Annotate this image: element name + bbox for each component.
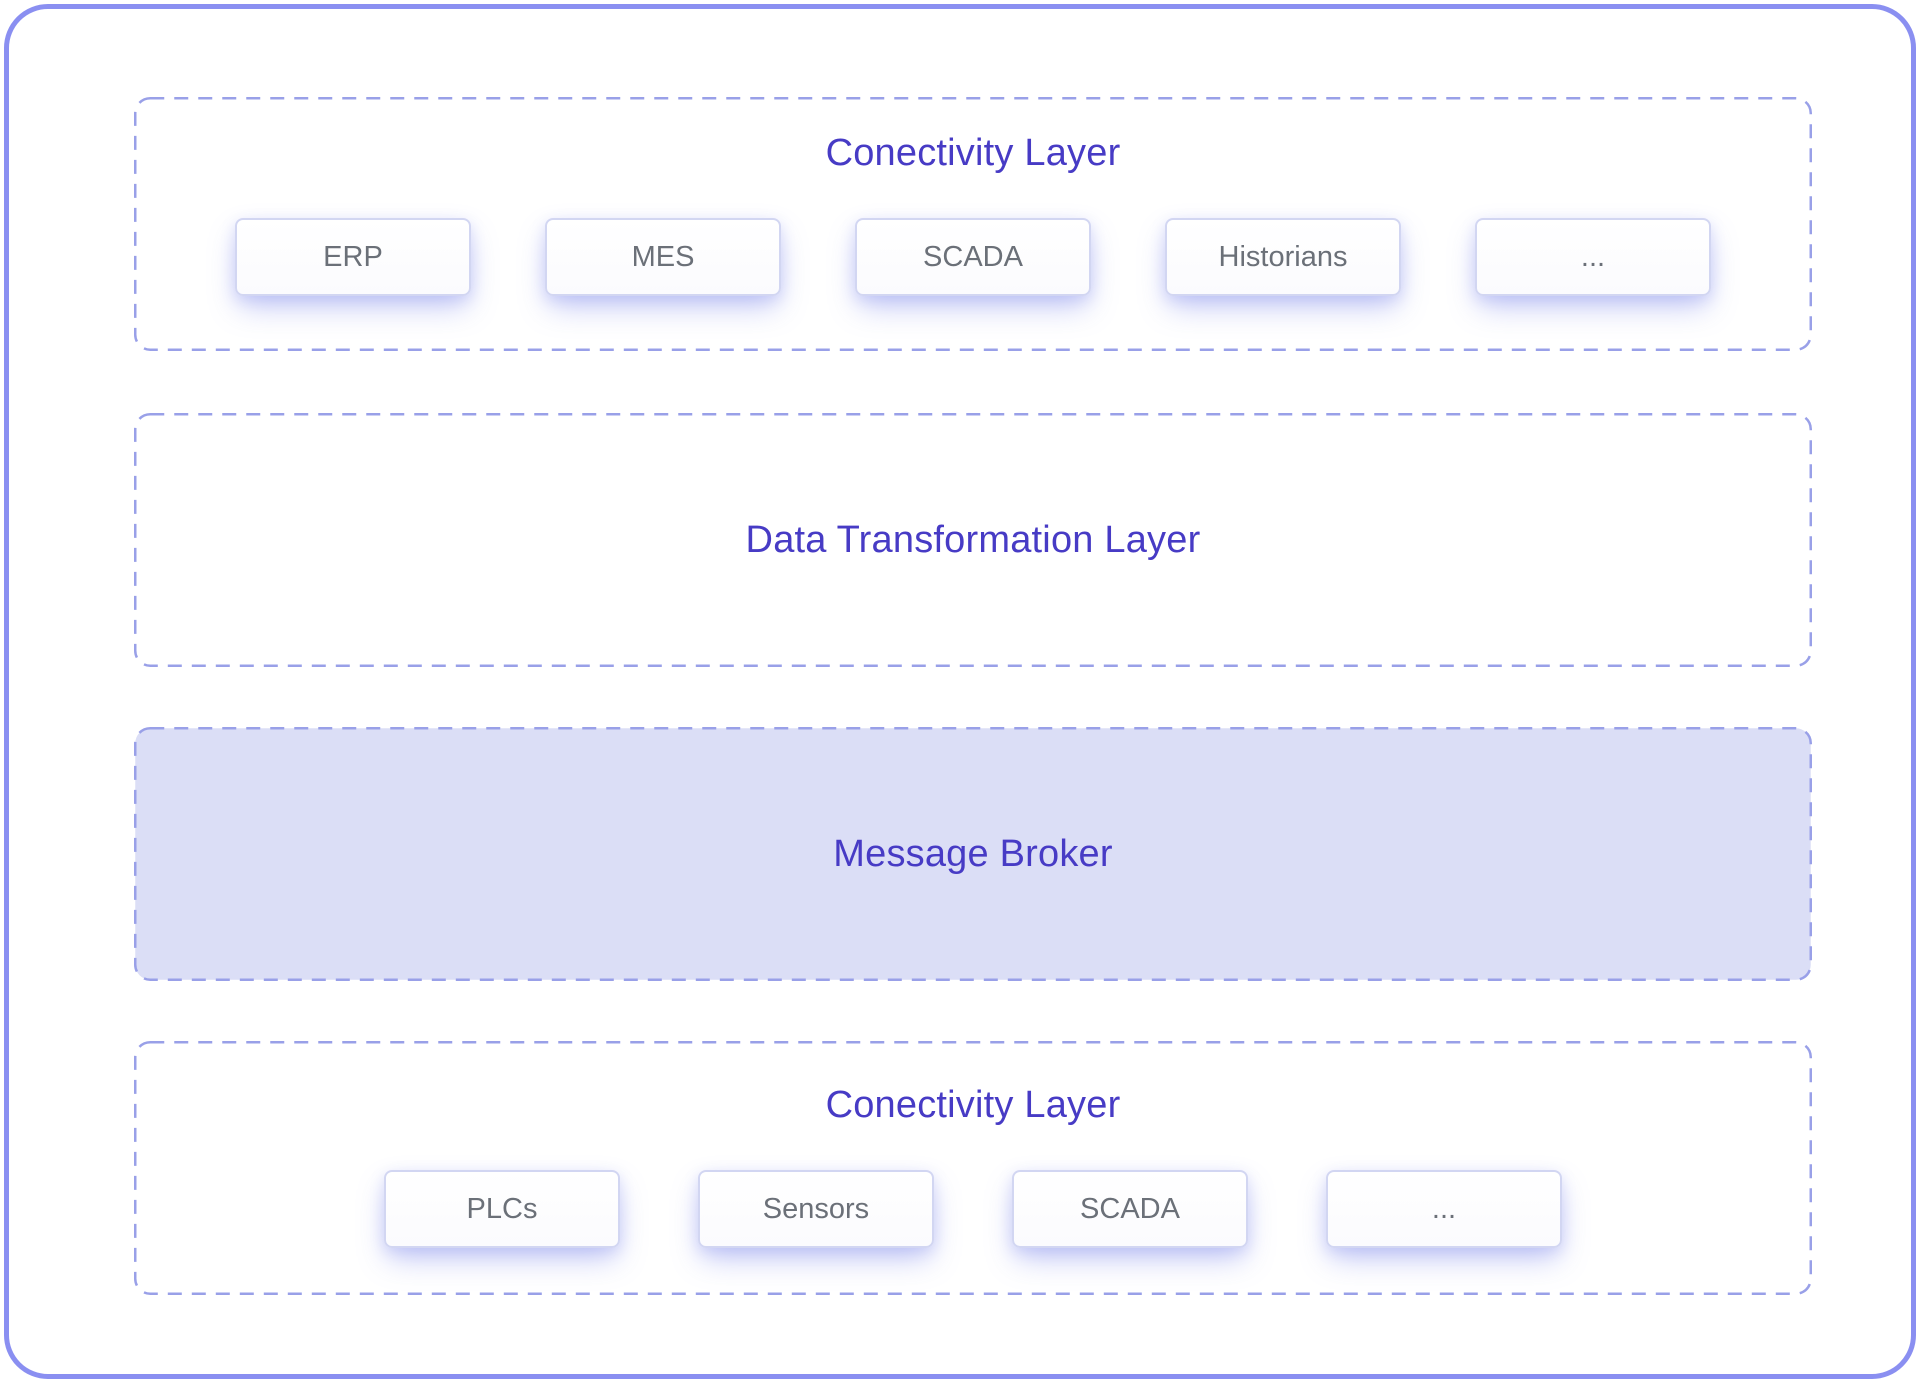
node-mes: MES bbox=[545, 218, 781, 296]
layer-title-data-transformation: Data Transformation Layer bbox=[745, 519, 1201, 561]
node-historians: Historians bbox=[1165, 218, 1401, 296]
architecture-diagram-frame: Conectivity Layer ERP MES SCADA Historia… bbox=[4, 4, 1916, 1379]
node-scada-top: SCADA bbox=[855, 218, 1091, 296]
node-more-bottom: ... bbox=[1326, 1170, 1562, 1248]
connectivity-layer-top: Conectivity Layer ERP MES SCADA Historia… bbox=[134, 97, 1812, 351]
connectivity-top-items: ERP MES SCADA Historians ... bbox=[134, 218, 1812, 296]
data-transformation-layer: Data Transformation Layer bbox=[134, 413, 1812, 667]
node-sensors: Sensors bbox=[698, 1170, 934, 1248]
node-erp: ERP bbox=[235, 218, 471, 296]
message-broker-layer: Message Broker bbox=[134, 727, 1812, 981]
node-plcs: PLCs bbox=[384, 1170, 620, 1248]
dashed-border bbox=[134, 1041, 1812, 1295]
node-scada-bottom: SCADA bbox=[1012, 1170, 1248, 1248]
connectivity-layer-bottom: Conectivity Layer PLCs Sensors SCADA ... bbox=[134, 1041, 1812, 1295]
connectivity-bottom-items: PLCs Sensors SCADA ... bbox=[134, 1170, 1812, 1248]
layer-title-connectivity-bottom: Conectivity Layer bbox=[825, 1084, 1121, 1126]
layer-title-connectivity-top: Conectivity Layer bbox=[825, 132, 1121, 174]
node-more-top: ... bbox=[1475, 218, 1711, 296]
layer-title-message-broker: Message Broker bbox=[833, 833, 1113, 875]
